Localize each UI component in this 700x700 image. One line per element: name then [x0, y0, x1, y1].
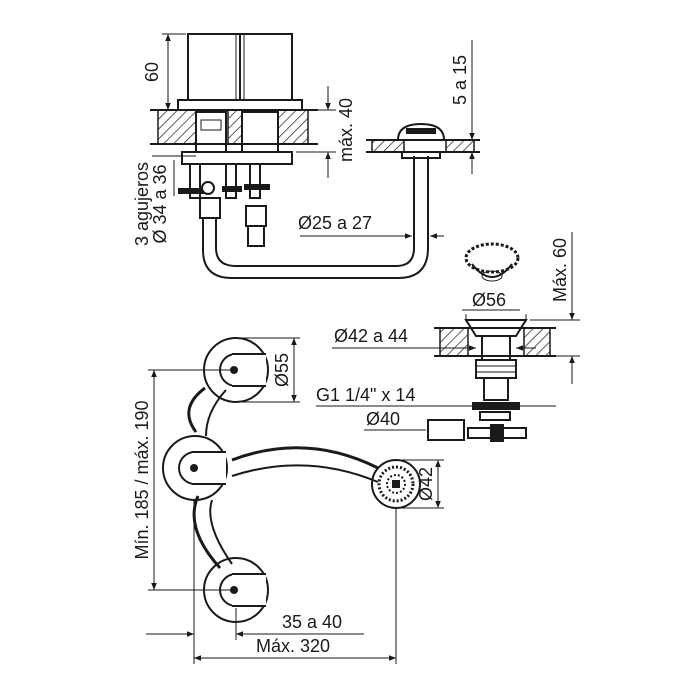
handle-body: [177, 33, 303, 111]
countertop-section: [150, 109, 318, 145]
label-max-320: Máx. 320: [256, 636, 330, 656]
label-diameter-55: Ø55: [272, 353, 292, 387]
chain-plug: [462, 242, 520, 311]
label-range-35-40: 35 a 40: [282, 612, 342, 632]
label-height-60: 60: [142, 62, 162, 82]
valve-assembly: [178, 111, 293, 247]
handle-ring-middle: [162, 435, 228, 501]
label-max-40: máx. 40: [336, 98, 356, 162]
plan-dimensions: [146, 337, 444, 664]
drain-dimensions: [316, 232, 580, 431]
aerator-plan: [371, 459, 421, 509]
label-range-5-15: 5 a 15: [450, 55, 470, 105]
label-diameter-42: Ø42: [416, 467, 436, 501]
side-view-dimensions: [152, 33, 475, 239]
label-holes-count: 3 agujeros: [132, 162, 152, 246]
label-diameter-42-44: Ø42 a 44: [334, 326, 408, 346]
label-thread: G1 1/4" x 14: [316, 385, 415, 405]
label-diameter-40: Ø40: [366, 409, 400, 429]
drain-section: [427, 319, 556, 442]
side-view: [150, 33, 480, 279]
plan-view: [146, 337, 444, 664]
label-min-max-190: Mín. 185 / máx. 190: [132, 400, 152, 559]
supply-pipe: [202, 156, 429, 279]
spout-section: [366, 122, 480, 159]
label-diameter-56: Ø56: [472, 290, 506, 310]
label-holes-diameter: Ø 34 a 36: [150, 164, 170, 243]
label-max-60: Máx. 60: [550, 238, 570, 302]
label-pipe-diameter: Ø25 a 27: [298, 213, 372, 233]
